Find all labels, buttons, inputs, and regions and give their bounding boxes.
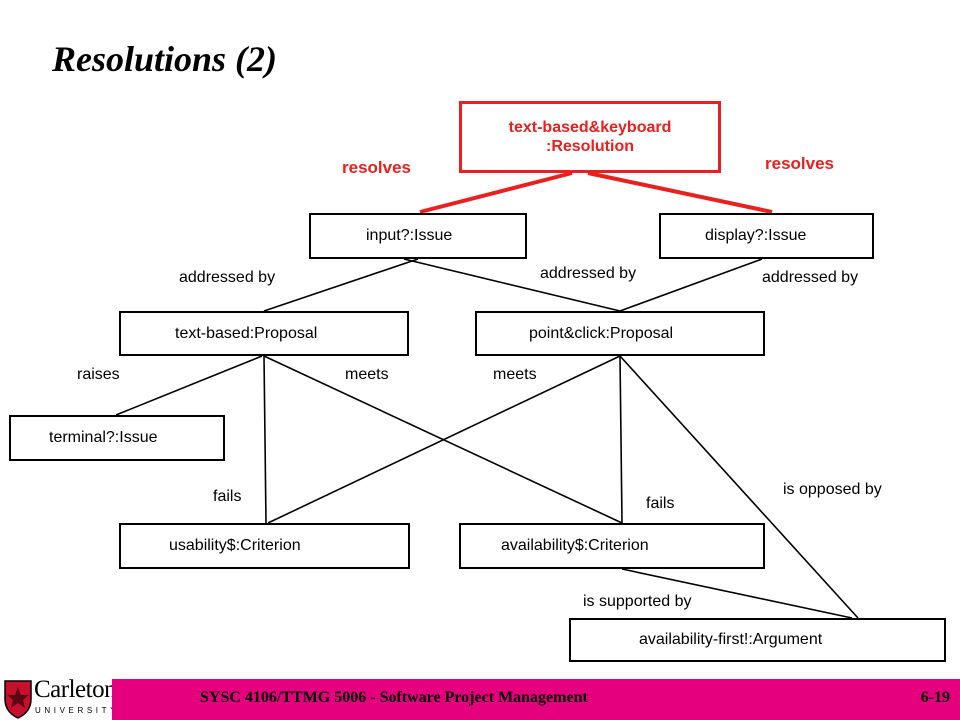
text-based-proposal-node[interactable]: text-based:Proposal (119, 311, 409, 356)
fails-label-1: fails (213, 488, 242, 505)
footer-page-number: 6-19 (920, 689, 950, 706)
is-supported-by-label: is supported by (583, 593, 692, 610)
display-issue-label: display?:Issue (705, 227, 807, 244)
input-issue-node[interactable]: input?:Issue (309, 213, 527, 259)
addressed-by-label-1: addressed by (179, 269, 276, 286)
resolution-node-line2: :Resolution (546, 138, 634, 155)
link-availability-argument (621, 568, 853, 619)
meets-label-1: meets (345, 366, 389, 383)
link-resolves-display (587, 171, 773, 214)
link-pointclick-usability (267, 355, 621, 524)
link-resolves-input (419, 171, 573, 214)
footer-course-title: SYSC 4106/TTMG 5006 - Software Project M… (200, 689, 588, 706)
link-pointclick-argument (619, 355, 859, 619)
resolution-node-line1: text-based&keyboard (508, 119, 672, 136)
availability-argument-node[interactable]: availability-first!:Argument (569, 618, 946, 662)
resolves-label-left: resolves (342, 158, 411, 177)
point-click-proposal-node[interactable]: point&click:Proposal (475, 311, 765, 356)
meets-label-2: meets (493, 366, 537, 383)
terminal-issue-label: terminal?:Issue (49, 429, 158, 446)
availability-argument-label: availability-first!:Argument (639, 631, 823, 648)
usability-criterion-node[interactable]: usability$:Criterion (119, 523, 410, 569)
point-click-proposal-label: point&click:Proposal (529, 324, 674, 342)
logo-wordmark: Carleton (34, 676, 117, 703)
link-display-pointclick (619, 258, 763, 312)
display-issue-node[interactable]: display?:Issue (659, 213, 874, 259)
slide-title: Resolutions (2) (52, 39, 278, 79)
carleton-logo: Carleton UNIVERSITY (0, 676, 117, 720)
terminal-issue-node[interactable]: terminal?:Issue (9, 415, 225, 461)
link-pointclick-availability (619, 355, 623, 524)
link-input-pointclick (403, 258, 621, 312)
addressed-by-label-2: addressed by (540, 265, 637, 282)
resolves-label-right: resolves (765, 154, 834, 173)
addressed-by-label-3: addressed by (762, 269, 859, 286)
availability-criterion-node[interactable]: availability$:Criterion (459, 523, 765, 569)
fails-label-2: fails (646, 495, 675, 512)
raises-label: raises (77, 366, 120, 383)
usability-criterion-label: usability$:Criterion (169, 537, 301, 554)
carleton-shield-icon (4, 680, 32, 719)
footer-bar: SYSC 4106/TTMG 5006 - Software Project M… (112, 679, 960, 720)
logo-subtitle: UNIVERSITY (35, 706, 120, 715)
resolution-node[interactable]: text-based&keyboard :Resolution (459, 101, 721, 173)
text-based-proposal-label: text-based:Proposal (175, 324, 318, 342)
link-textbased-terminal (115, 355, 263, 416)
input-issue-label: input?:Issue (366, 227, 453, 244)
availability-criterion-label: availability$:Criterion (501, 537, 649, 554)
is-opposed-by-label: is opposed by (783, 481, 882, 498)
link-textbased-usability (263, 355, 267, 524)
link-input-textbased (263, 258, 419, 312)
